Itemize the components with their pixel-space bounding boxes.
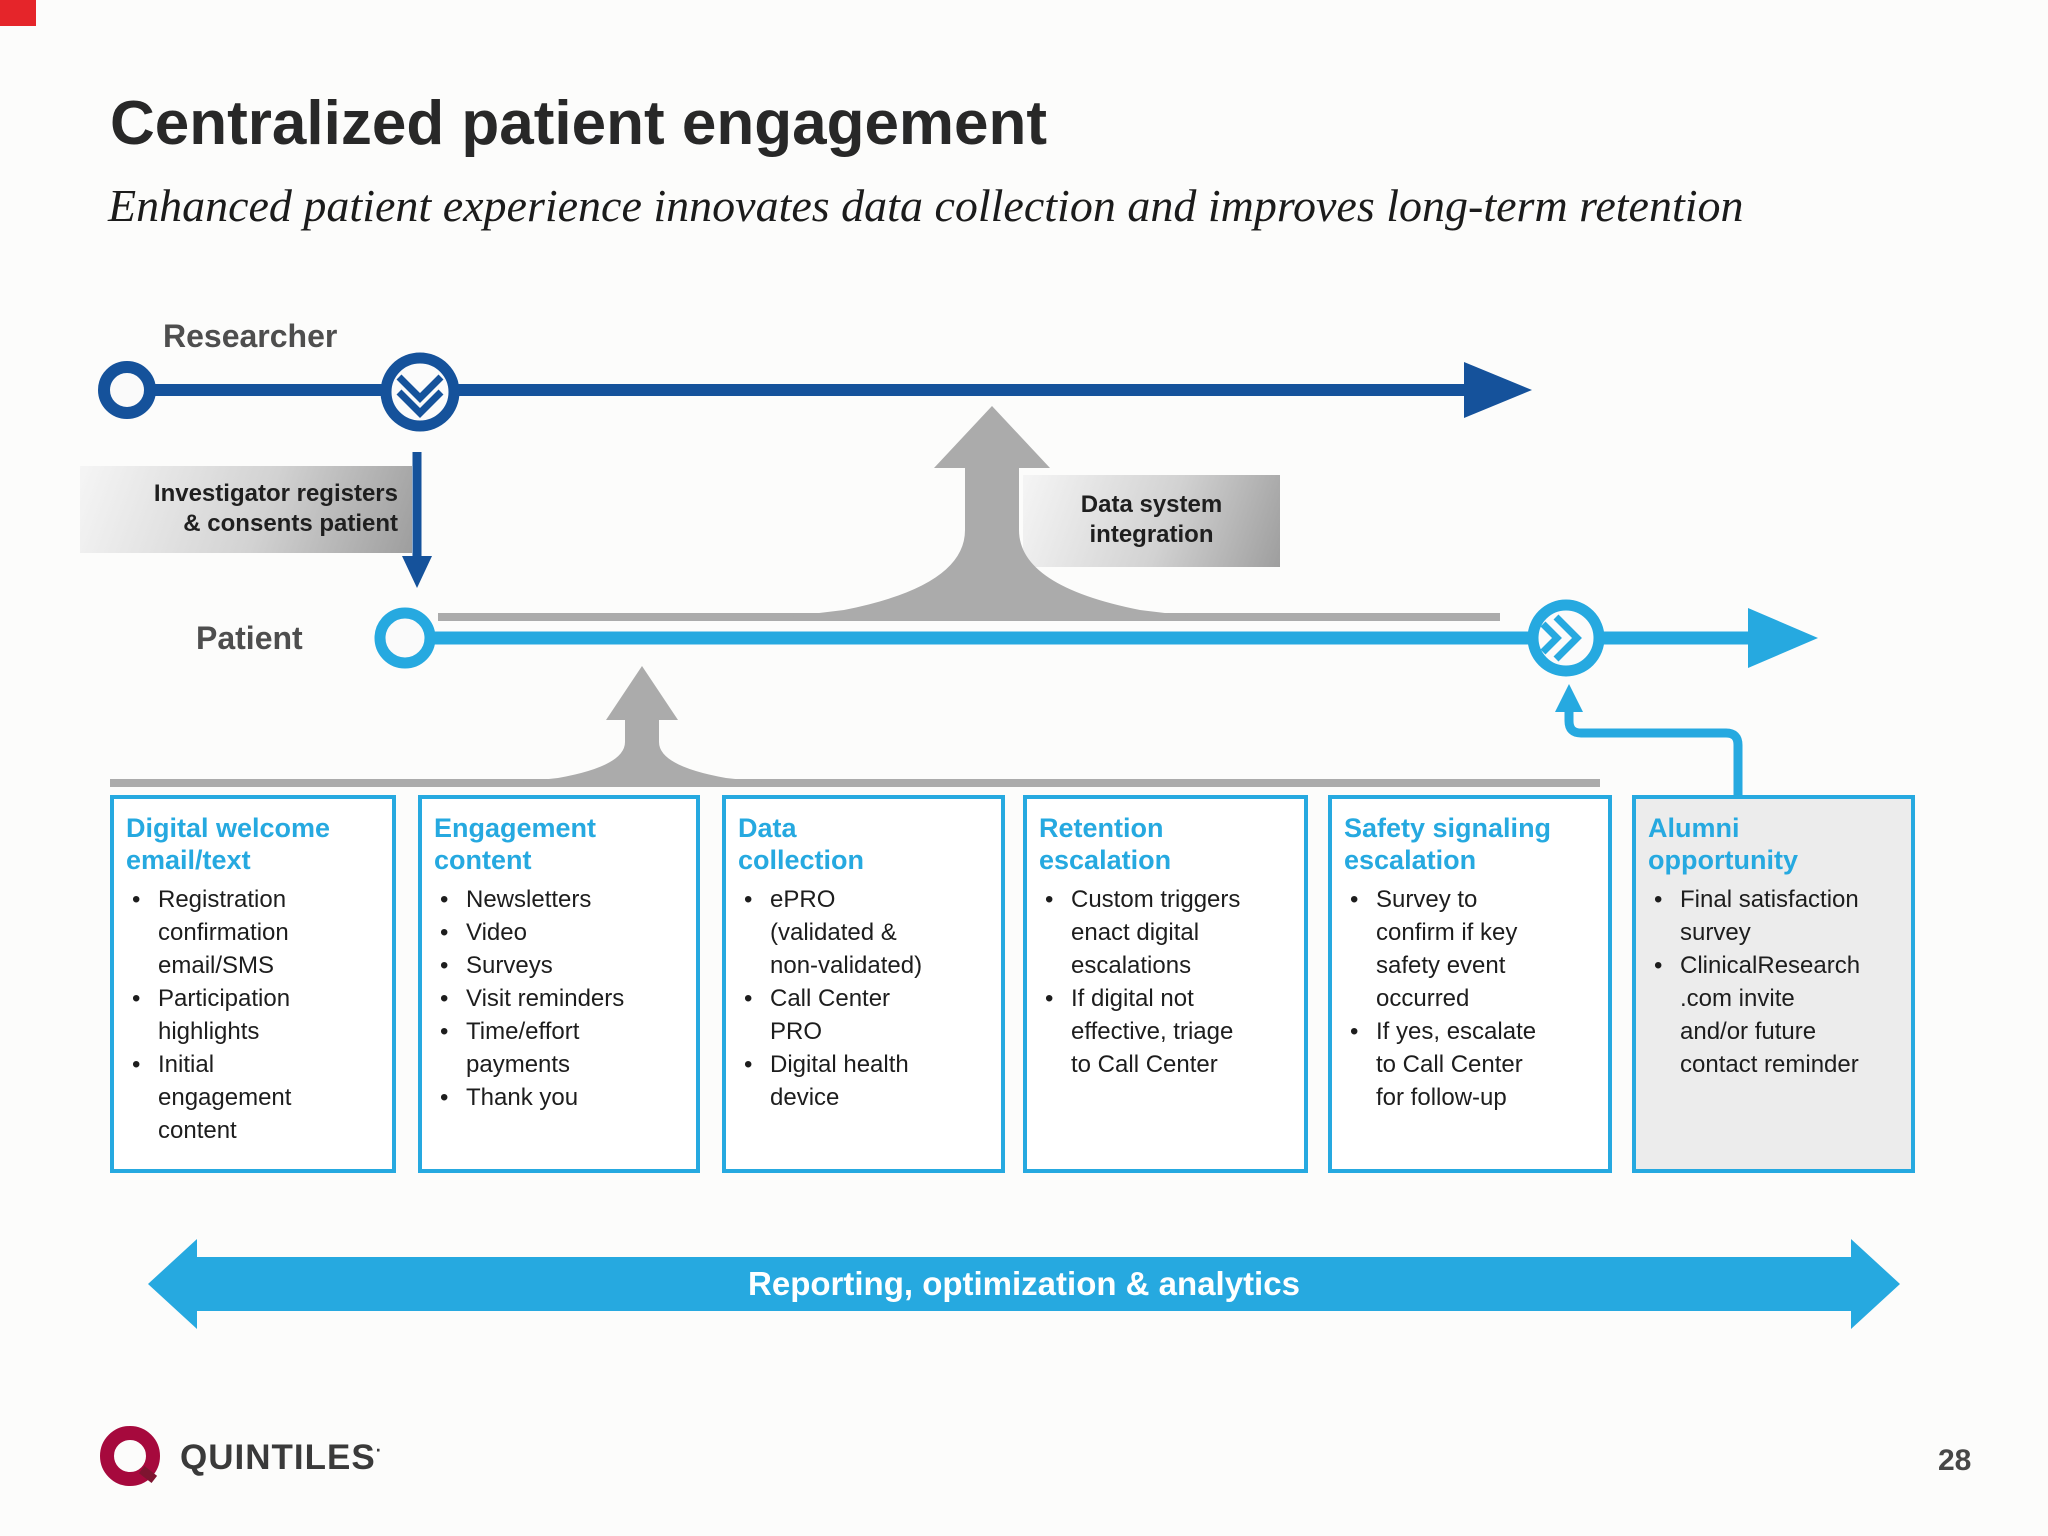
brand-name: QUINTILES· [180,1438,383,1478]
bullet-list: Survey to confirm if key safety event oc… [1344,883,1600,1114]
bullet-item: Final satisfaction survey [1648,883,1903,949]
chevron-down-icon [396,374,444,403]
brand-text: QUINTILES [180,1438,376,1477]
bullet-item: If yes, escalate to Call Center for foll… [1344,1015,1600,1114]
bullet-list: Registration confirmation email/SMS Part… [126,883,384,1147]
bullet-item: Registration confirmation email/SMS [126,883,384,982]
patient-start-node-icon [374,607,436,669]
bullet-item: Surveys [434,949,688,982]
bullet-item: Call Center PRO [738,982,993,1048]
bullet-item: Visit reminders [434,982,688,1015]
bullet-item: Custom triggers enact digital escalation… [1039,883,1296,982]
chevron-right-icon [1553,614,1582,662]
bullet-list: Custom triggers enact digital escalation… [1039,883,1296,1081]
trademark-mark: · [375,1440,383,1461]
chevron-right-circle-icon [1527,599,1605,677]
patient-lane-label: Patient [196,620,303,656]
box-title: Retention escalation [1039,813,1172,875]
up-arrow-to-patient-icon [512,666,772,783]
bullet-item: ClinicalResearch .com invite and/or futu… [1648,949,1903,1081]
bullet-item: Digital health device [738,1048,993,1114]
researcher-lane-label: Researcher [163,318,338,354]
page-number: 28 [1938,1444,1972,1477]
alumni-feedback-connector [1564,710,1743,795]
patient-timeline-arrowhead-icon [1748,608,1818,668]
box-title: Data collection [738,813,865,875]
chevron-right-icon [1540,621,1562,655]
chevron-down-icon [396,389,444,418]
chevron-down-circle-icon [380,352,460,432]
box-title: Alumni opportunity [1648,813,1798,875]
page-title: Centralized patient engagement [110,89,1048,158]
bullet-item: Time/effort payments [434,1015,688,1081]
box-data-collection: Data collection ePRO (validated & non-va… [722,795,1005,1173]
box-title: Digital welcome email/text [126,813,331,875]
bullet-list: Final satisfaction survey ClinicalResear… [1648,883,1903,1081]
bullet-item: Initial engagement content [126,1048,384,1147]
box-title: Safety signaling escalation [1344,813,1552,875]
bullet-item: Video [434,916,688,949]
bullet-item: ePRO (validated & non-validated) [738,883,993,982]
reporting-banner-label: Reporting, optimization & analytics [748,1265,1300,1302]
researcher-timeline-arrowhead-icon [1464,362,1532,418]
page-subtitle: Enhanced patient experience innovates da… [108,180,1744,231]
register-down-arrowhead-icon [402,556,432,588]
bullet-item: Newsletters [434,883,688,916]
bullet-item: Thank you [434,1081,688,1114]
box-alumni-opportunity: Alumni opportunity Final satisfaction su… [1632,795,1915,1173]
researcher-start-node-icon [98,361,156,419]
box-safety-signaling: Safety signaling escalation Survey to co… [1328,795,1612,1173]
bullet-list: Newsletters Video Surveys Visit reminder… [434,883,688,1114]
box-engagement-content: Engagement content Newsletters Video Sur… [418,795,700,1173]
box-title: Engagement content [434,813,597,875]
alumni-feedback-arrowhead-icon [1555,684,1583,712]
data-system-integration-callout: Data system integration [1023,475,1280,567]
box-digital-welcome: Digital welcome email/text Registration … [110,795,396,1173]
bullet-item: If digital not effective, triage to Call… [1039,982,1296,1081]
investigator-callout: Investigator registers & consents patien… [80,466,412,553]
red-corner-mark [0,0,36,26]
box-retention-escalation: Retention escalation Custom triggers ena… [1023,795,1308,1173]
bullet-item: Survey to confirm if key safety event oc… [1344,883,1600,1015]
bullet-item: Participation highlights [126,982,384,1048]
bullet-list: ePRO (validated & non-validated) Call Ce… [738,883,993,1114]
